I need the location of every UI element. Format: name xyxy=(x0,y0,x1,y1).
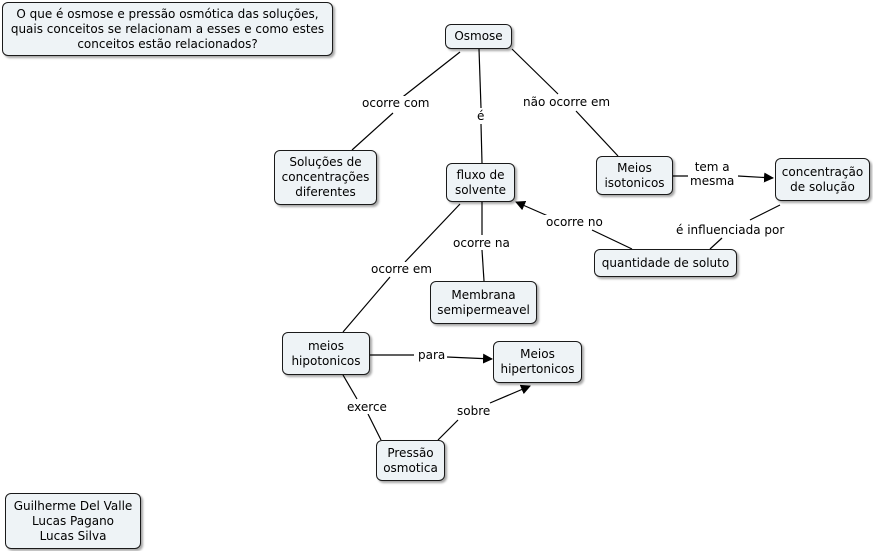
concept-quantidade-de-soluto[interactable]: quantidade de soluto xyxy=(594,249,737,277)
concept-solucoes-concentracoes-diferentes[interactable]: Soluções de concentrações diferentes xyxy=(274,150,377,205)
concept-meios-hipotonicos[interactable]: meios hipotonicos xyxy=(282,332,370,375)
concept-fluxo-de-solvente[interactable]: fluxo de solvente xyxy=(446,163,515,202)
authors-box[interactable]: Guilherme Del Valle Lucas Pagano Lucas S… xyxy=(5,493,141,549)
concept-meios-isotonicos[interactable]: Meios isotonicos xyxy=(596,156,673,195)
link-ocorre-com: ocorre com xyxy=(360,96,432,110)
concept-osmose[interactable]: Osmose xyxy=(445,24,512,49)
link-ocorre-em: ocorre em xyxy=(369,262,434,276)
link-e: é xyxy=(475,109,487,123)
edge-osmose-ocorre-com xyxy=(394,51,461,104)
edge-osmose-nao-ocorre-em xyxy=(511,48,559,95)
edge-ocorre-em-hipotonicos xyxy=(342,276,391,333)
concept-membrana-semipermeavel[interactable]: Membrana semipermeavel xyxy=(430,281,537,324)
link-sobre: sobre xyxy=(455,404,493,418)
concept-pressao-osmotica[interactable]: Pressão osmotica xyxy=(376,440,445,481)
concept-concentracao-de-solucao[interactable]: concentração de solução xyxy=(775,158,870,201)
edge-e-fluxo xyxy=(480,123,483,164)
edge-quantidade-influenciada xyxy=(709,237,723,250)
edge-hipotonicos-exerce xyxy=(342,374,358,400)
concept-meios-hipertonicos[interactable]: Meios hipertonicos xyxy=(493,341,582,383)
edge-nao-ocorre-em-isotonicos xyxy=(575,110,619,157)
focus-question-box[interactable]: O que é osmose e pressão osmótica das so… xyxy=(2,2,333,56)
edge-tem-a-mesma-concentracao xyxy=(737,172,774,183)
edge-fluxo-ocorre-em xyxy=(404,203,461,263)
edge-quantidade-ocorre-no xyxy=(591,229,633,250)
link-tem-a-mesma: tem a mesma xyxy=(688,160,737,188)
edge-pressao-sobre xyxy=(437,419,459,441)
edge-sobre-hipertonicos xyxy=(489,384,531,404)
link-ocorre-no: ocorre no xyxy=(544,215,605,229)
edge-ocorre-no-fluxo xyxy=(515,201,549,217)
link-para: para xyxy=(416,348,448,362)
edge-exerce-pressao xyxy=(367,413,382,441)
edge-influenciada-concentracao xyxy=(749,204,781,221)
edge-para-hipertonicos xyxy=(446,353,493,364)
link-nao-ocorre-em: não ocorre em xyxy=(521,95,613,109)
edge-osmose-e xyxy=(478,48,482,109)
link-e-influenciada-por: é influenciada por xyxy=(674,223,787,237)
link-ocorre-na: ocorre na xyxy=(451,236,512,250)
edge-ocorre-na-membrana xyxy=(481,249,485,282)
link-exerce: exerce xyxy=(345,400,389,414)
edge-ocorre-com-solucoes xyxy=(351,112,394,151)
